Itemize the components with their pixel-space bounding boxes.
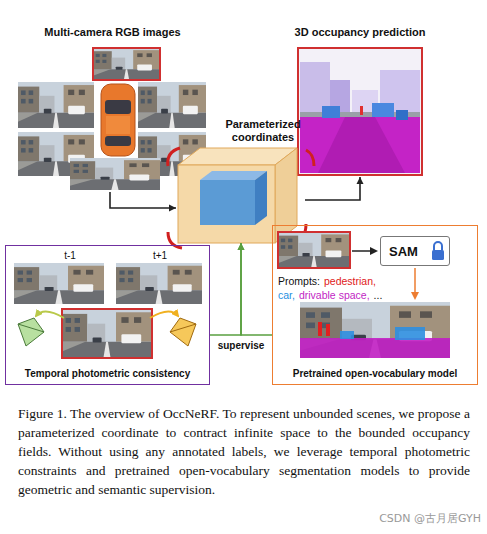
param-cuboid bbox=[255, 171, 267, 225]
arrowhead bbox=[169, 205, 176, 212]
temporal-frames bbox=[62, 309, 152, 358]
node-text: 3D occupancy prediction bbox=[295, 26, 426, 39]
time-label: t+1 bbox=[153, 249, 167, 262]
param-cuboid bbox=[168, 148, 180, 166]
occupancy-render bbox=[298, 48, 422, 175]
arrowhead bbox=[238, 243, 245, 250]
param-cuboid bbox=[306, 150, 314, 166]
connector bbox=[110, 192, 176, 208]
connector bbox=[305, 177, 360, 200]
sam-pipeline bbox=[326, 324, 330, 336]
temporal-frames bbox=[116, 263, 202, 304]
occupancy-render bbox=[322, 106, 340, 118]
sam-pipeline bbox=[434, 242, 442, 250]
node-text: Multi-camera RGB images bbox=[44, 26, 180, 39]
model-box: SAM bbox=[380, 236, 450, 266]
temporal-frames bbox=[170, 318, 196, 346]
node-text: SAM bbox=[389, 244, 418, 259]
param-cuboid bbox=[200, 180, 255, 225]
occupancy-render bbox=[298, 48, 422, 175]
sam-pipeline bbox=[300, 302, 450, 358]
temporal-frames bbox=[62, 309, 152, 358]
connector bbox=[241, 243, 272, 335]
prompt-line: car, drivable space,... bbox=[278, 285, 386, 303]
sam-pipeline bbox=[432, 250, 444, 260]
temporal-frames bbox=[170, 324, 196, 332]
figure-caption: Figure 1. The overview of OccNeRF. To re… bbox=[18, 404, 470, 499]
camera-photos bbox=[18, 82, 94, 128]
occupancy-render bbox=[372, 103, 394, 117]
ego-car bbox=[105, 100, 131, 114]
watermark: CSDN @古月居GYH bbox=[379, 512, 481, 526]
temporal-frames bbox=[18, 324, 44, 332]
occupancy-render bbox=[360, 106, 363, 115]
sam-pipeline bbox=[340, 331, 354, 339]
ego-car bbox=[101, 84, 135, 156]
output-group: 3D occupancy prediction bbox=[285, 26, 435, 177]
node-text: Pretrained open-vocabulary model bbox=[293, 368, 458, 380]
prompt-line: Prompts: pedestrian, bbox=[278, 271, 380, 289]
camera-photos bbox=[138, 82, 206, 128]
sam-pipeline bbox=[395, 327, 425, 340]
time-label: t-1 bbox=[64, 249, 76, 262]
occupancy-render bbox=[300, 117, 420, 173]
prompt-word: car, bbox=[278, 289, 295, 302]
ego-car bbox=[101, 84, 135, 156]
sam-pipeline bbox=[352, 250, 376, 252]
occupancy-render bbox=[396, 110, 408, 120]
camera-photos bbox=[70, 158, 160, 190]
prompt-word: ... bbox=[374, 289, 383, 302]
temporal-frames bbox=[14, 263, 104, 304]
arrowhead bbox=[357, 177, 364, 184]
edge-label: supervise bbox=[216, 340, 267, 352]
camera-group: Multi-camera RGB images bbox=[15, 26, 210, 192]
connector bbox=[210, 243, 241, 335]
sam-pipeline bbox=[278, 232, 450, 358]
sam-pipeline bbox=[278, 232, 350, 268]
process-box: Pretrained open-vocabulary model SAM bbox=[272, 225, 478, 385]
prompt-label: Prompts: bbox=[278, 275, 320, 288]
ego-car bbox=[105, 136, 131, 146]
sam-pipeline bbox=[278, 232, 350, 268]
temporal-frames bbox=[150, 311, 178, 318]
node-text: Temporal photometric consistency bbox=[25, 368, 190, 380]
camera-photos bbox=[93, 48, 160, 80]
process-box: Temporal photometric consistency bbox=[5, 245, 210, 385]
sam-pipeline bbox=[318, 322, 322, 336]
camera-photos bbox=[93, 48, 160, 80]
arrowhead bbox=[238, 243, 245, 250]
sam-pipeline bbox=[414, 268, 416, 298]
sam-pipeline bbox=[300, 338, 450, 358]
ego-car bbox=[106, 116, 130, 134]
temporal-frames bbox=[36, 311, 64, 318]
param-cuboid bbox=[275, 148, 297, 243]
occupancy-render bbox=[318, 117, 405, 173]
node-text: Parameterized coordinates bbox=[221, 118, 305, 144]
temporal-frames bbox=[18, 318, 44, 346]
temporal-frames bbox=[14, 263, 202, 358]
param-cuboid bbox=[178, 165, 275, 243]
occupancy-render bbox=[298, 48, 422, 175]
prompt-word: pedestrian, bbox=[324, 275, 376, 288]
prompt-word: drivable space, bbox=[299, 289, 370, 302]
